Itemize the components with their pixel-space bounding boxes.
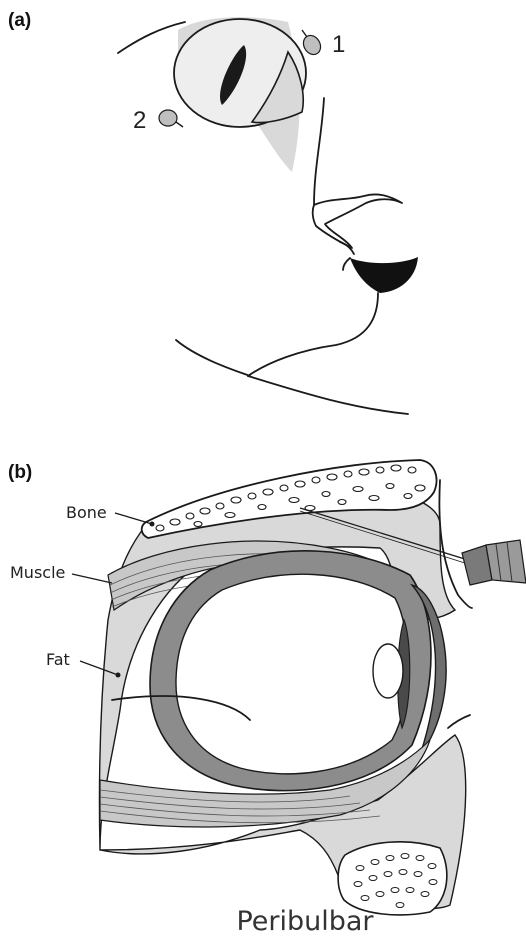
face-contour [314, 98, 324, 205]
panel-b: (b) [8, 460, 526, 937]
lower-skin-line [448, 715, 470, 728]
site-1-label: 1 [332, 31, 345, 58]
neck-line [248, 376, 408, 414]
lens [373, 644, 403, 698]
bone-label: Bone [66, 503, 107, 522]
panel-a: (a) 1 2 [8, 10, 418, 414]
syringe-hub [462, 540, 526, 585]
lower-bone [338, 842, 447, 915]
jaw-line [176, 340, 250, 376]
injection-site-2 [159, 110, 183, 127]
fat-label: Fat [46, 650, 70, 669]
muscle-leader [72, 574, 112, 583]
cat-mouth [350, 257, 418, 293]
fat-leader-dot [116, 673, 121, 678]
lip-line [343, 258, 350, 270]
panel-b-label: (b) [8, 462, 32, 483]
bone-leader [115, 513, 152, 524]
panel-a-label: (a) [8, 10, 31, 31]
injection-site-1 [300, 30, 324, 58]
bone-leader-dot [150, 522, 155, 527]
chin-line [248, 293, 378, 376]
figure-caption: Peribulbar [236, 906, 374, 937]
cat-nose [313, 194, 402, 248]
site-2-label: 2 [133, 107, 146, 134]
muscle-label: Muscle [10, 563, 65, 582]
upper-eyelid [118, 22, 185, 53]
